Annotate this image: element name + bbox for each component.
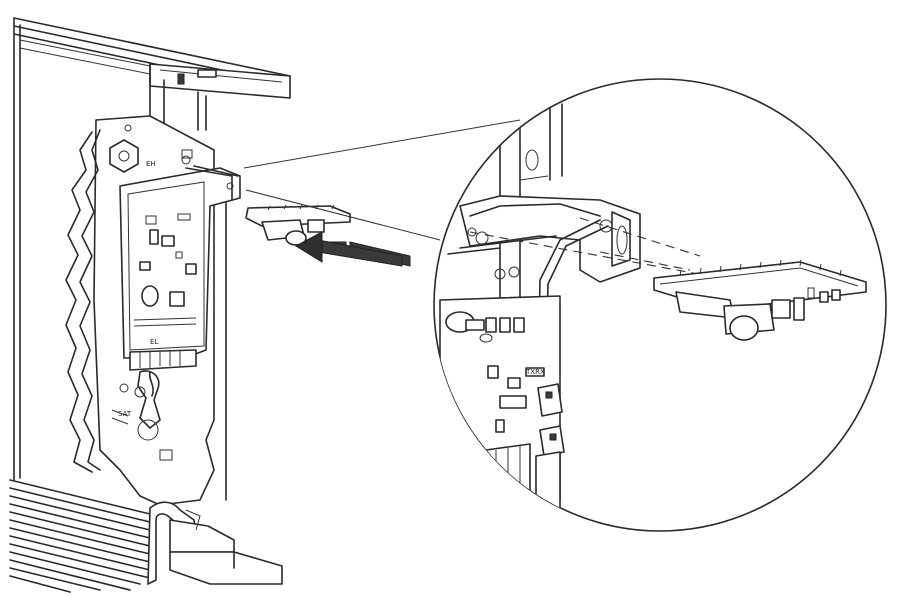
detail-zoom-view: TXRX <box>433 78 887 532</box>
unit-chassis <box>13 17 291 501</box>
zoom-callout-lines <box>243 119 521 241</box>
mount-mark: EH <box>146 160 156 168</box>
board-ref: SAT <box>118 410 132 418</box>
replacement-board-detail <box>653 259 867 341</box>
base-grille <box>9 479 283 593</box>
loose-board-small <box>245 204 351 246</box>
insert-direction-arrow <box>294 231 411 267</box>
board-mark: EL <box>150 338 158 346</box>
installed-control-board: EL SAT <box>118 165 241 418</box>
wire-tag: TXRX <box>525 368 545 376</box>
